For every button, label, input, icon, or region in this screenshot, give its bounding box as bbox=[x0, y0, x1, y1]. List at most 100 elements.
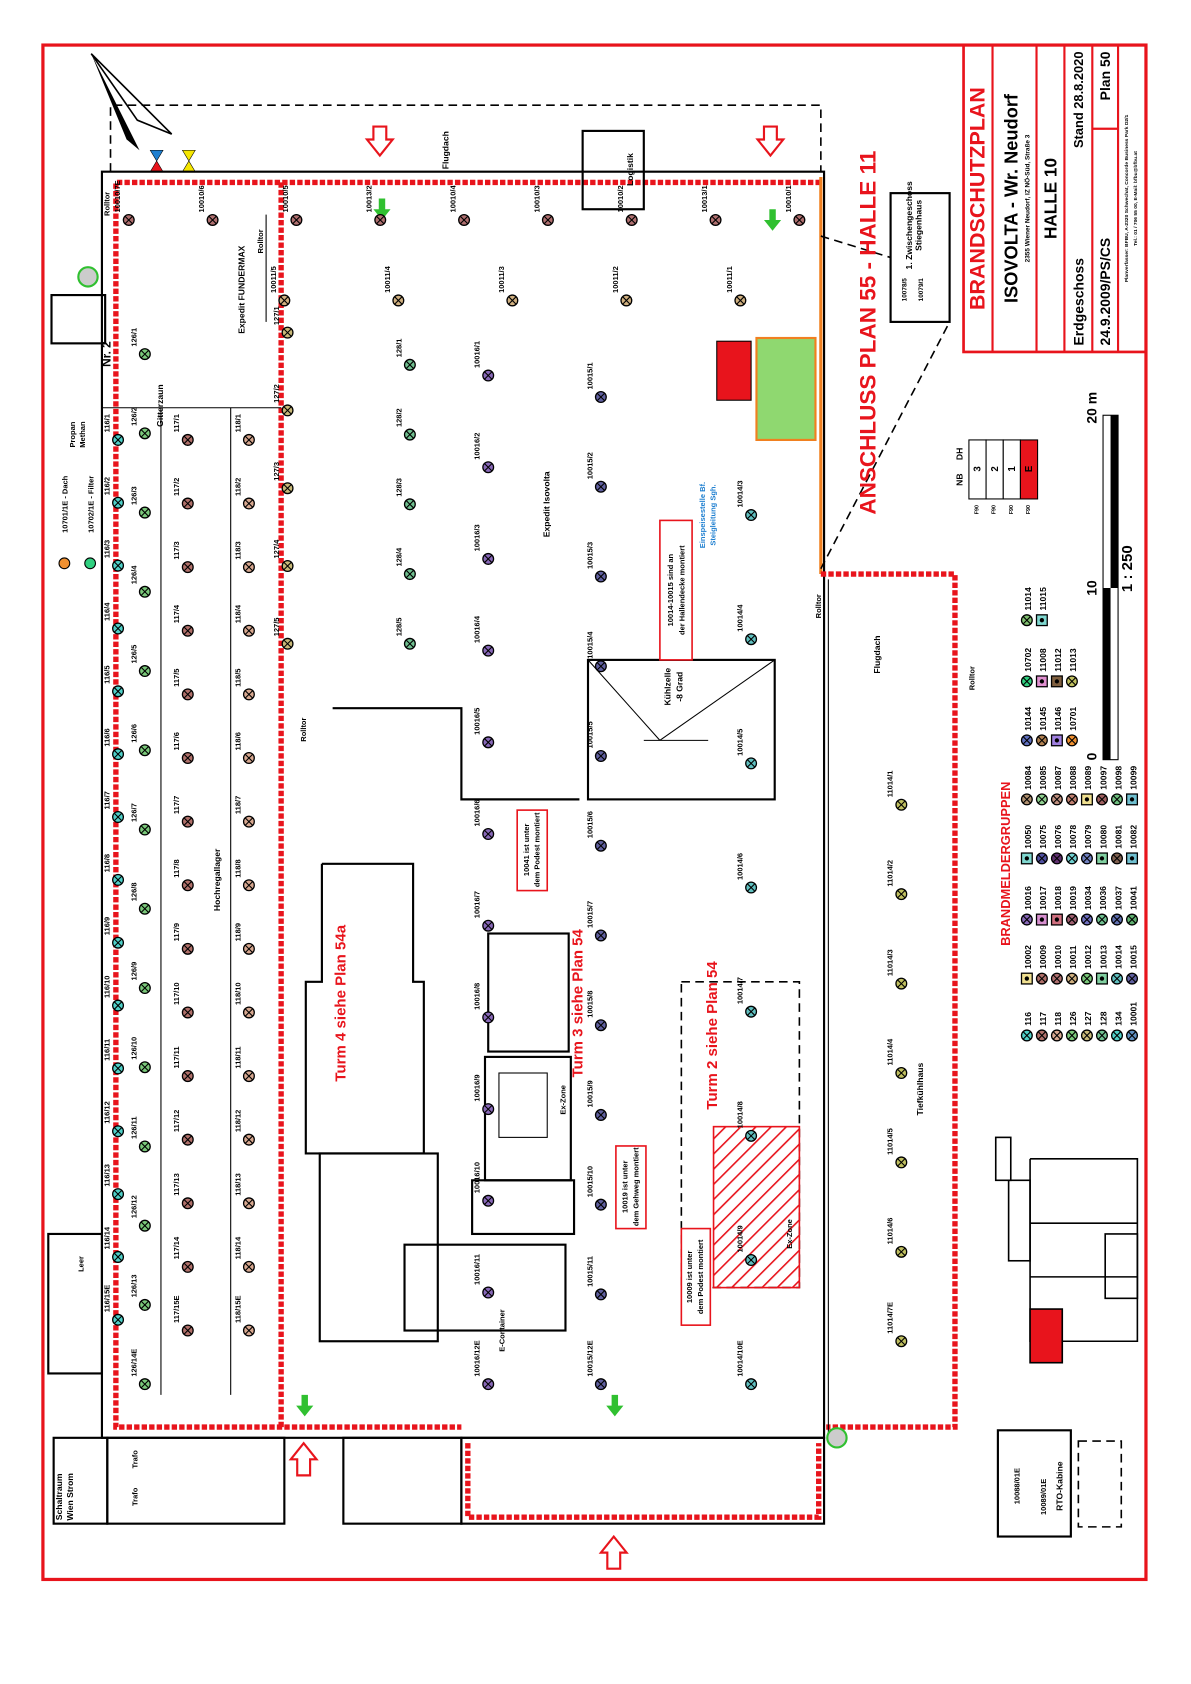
detector-label: 10015/12E bbox=[585, 1340, 594, 1376]
label-ex-zone: Ex-Zone bbox=[558, 1085, 567, 1115]
gas-storage bbox=[50, 294, 107, 345]
fire-detector-icon bbox=[112, 748, 125, 761]
note-riser-feed: Steigleitung Sgh. bbox=[709, 484, 718, 545]
fire-detector-icon bbox=[482, 1011, 495, 1024]
detector-label: 10010/6 bbox=[197, 185, 206, 212]
legend-group-label: 10013 bbox=[1098, 945, 1108, 969]
detector-label: 117/8 bbox=[172, 859, 181, 877]
detector-label: 118/6 bbox=[233, 732, 242, 750]
detector-label: 126/7 bbox=[129, 803, 138, 822]
detector-label: 11014/7E bbox=[886, 1302, 895, 1334]
legend-group-label: 11013 bbox=[1068, 648, 1078, 672]
detector-label: 10013/2 bbox=[365, 185, 374, 212]
detector-label: 126/4 bbox=[129, 565, 138, 585]
fire-detector-icon bbox=[594, 1198, 607, 1211]
detector-label: 10015/6 bbox=[585, 811, 594, 838]
detector-label: 11014/5 bbox=[886, 1128, 895, 1155]
detector-label: 11014/4 bbox=[886, 1038, 895, 1066]
legend-detector-icon bbox=[1065, 1029, 1078, 1042]
detector-label: 126/12 bbox=[129, 1195, 138, 1218]
legend-detector-icon bbox=[1126, 1029, 1139, 1042]
fire-detector-icon bbox=[242, 497, 255, 510]
note-10019: 10019 ist unter bbox=[621, 1160, 630, 1213]
rto-cabin-box bbox=[996, 1429, 1072, 1538]
fire-detector-icon bbox=[112, 1313, 125, 1326]
hydrant-gas-valve-icons bbox=[149, 149, 196, 172]
label-rolltor: Rolltor bbox=[102, 192, 111, 216]
label-hochregallager: Hochregallager bbox=[212, 848, 222, 911]
fire-detector-icon bbox=[181, 942, 194, 955]
legend-detector-icon bbox=[1080, 793, 1093, 806]
detector-label: 127/3 bbox=[272, 462, 281, 481]
fire-detector-icon bbox=[112, 559, 125, 572]
detector-label: 10016/3 bbox=[473, 524, 482, 551]
level-3: 3 bbox=[973, 466, 984, 472]
detector-label: 10011/4 bbox=[383, 265, 392, 293]
annex-hall bbox=[460, 1436, 826, 1525]
detector-label: 10011/2 bbox=[611, 266, 620, 293]
detector-label: 10016/1 bbox=[473, 341, 482, 368]
detector-label: 118/8 bbox=[233, 859, 242, 877]
fire-detector-icon bbox=[482, 1194, 495, 1207]
legend-detector-icon bbox=[1050, 972, 1063, 985]
legend-group-label: 10081 bbox=[1113, 825, 1123, 849]
legend-group-label: 10082 bbox=[1128, 825, 1138, 849]
fire-detector-icon bbox=[594, 391, 607, 404]
note-box bbox=[659, 519, 693, 661]
fire-detector-icon bbox=[112, 1188, 125, 1201]
detector-label: 10014/10E bbox=[736, 1340, 745, 1376]
legend-detector-icon bbox=[1035, 972, 1048, 985]
legend-group-label: 10145 bbox=[1038, 707, 1048, 731]
fire-detector-icon bbox=[242, 561, 255, 574]
legend-group-label: 10080 bbox=[1098, 825, 1108, 849]
legend-detector-icon bbox=[1080, 1029, 1093, 1042]
fire-detector-icon bbox=[138, 744, 151, 757]
label-turm4: Turm 4 siehe Plan 54a bbox=[333, 924, 350, 1081]
legend-group-label: 10099 bbox=[1128, 766, 1138, 790]
fire-detector-icon bbox=[895, 977, 908, 990]
detector-label: 126/13 bbox=[129, 1274, 138, 1297]
electrical-room bbox=[755, 336, 817, 442]
fire-detector-icon bbox=[138, 981, 151, 994]
label-gitterzaun: Gitterzaun bbox=[155, 384, 165, 426]
fire-detector-icon bbox=[745, 881, 758, 894]
note-ceiling-mounted: der Hallendecke montiert bbox=[678, 545, 687, 635]
fire-detector-icon bbox=[281, 482, 294, 495]
detector-label: 10014/6 bbox=[736, 853, 745, 880]
fire-wall-line bbox=[113, 179, 821, 1430]
fire-detector-icon bbox=[242, 1133, 255, 1146]
fire-detector-icon bbox=[895, 1335, 908, 1348]
detector-label: 117/15E bbox=[172, 1295, 181, 1323]
fire-detector-icon bbox=[242, 942, 255, 955]
detector-label: 10014/4 bbox=[736, 604, 745, 632]
status-date: Stand 28.8.2020 bbox=[1071, 52, 1086, 149]
fire-detector-icon bbox=[392, 294, 405, 307]
legend-group-label: 10010 bbox=[1053, 945, 1063, 969]
legend-group-label: 10014 bbox=[1113, 945, 1123, 969]
fire-detector-icon bbox=[112, 496, 125, 509]
detector-label: 118/2 bbox=[233, 478, 242, 496]
legend-detector-icon bbox=[1035, 734, 1048, 747]
legend-detector-icon bbox=[1035, 1029, 1048, 1042]
tower-3 bbox=[487, 932, 570, 1053]
annex-room bbox=[342, 1436, 463, 1525]
legend-detector-icon bbox=[1095, 1029, 1108, 1042]
note-box bbox=[516, 809, 549, 892]
legend-detector-icon bbox=[1050, 793, 1063, 806]
fire-detector-icon bbox=[403, 358, 416, 371]
detector-label: 117/3 bbox=[172, 541, 181, 559]
fire-detector-icon bbox=[745, 757, 758, 770]
fire-detector-icon bbox=[594, 1108, 607, 1121]
legend-group-label: 127 bbox=[1083, 1011, 1093, 1026]
label-kuehlzelle-temp: -8 Grad bbox=[674, 672, 684, 702]
logistik-room bbox=[581, 129, 645, 211]
nb-label: NB bbox=[954, 473, 964, 485]
detector-label: 10010/7E bbox=[113, 180, 122, 212]
fire-detector-icon bbox=[620, 294, 633, 307]
detector-label: 117/9 bbox=[172, 923, 181, 941]
legend-detector-icon bbox=[1080, 852, 1093, 865]
legend-group-label: 10089 bbox=[1083, 766, 1093, 790]
detector-label: 117/6 bbox=[172, 732, 181, 750]
